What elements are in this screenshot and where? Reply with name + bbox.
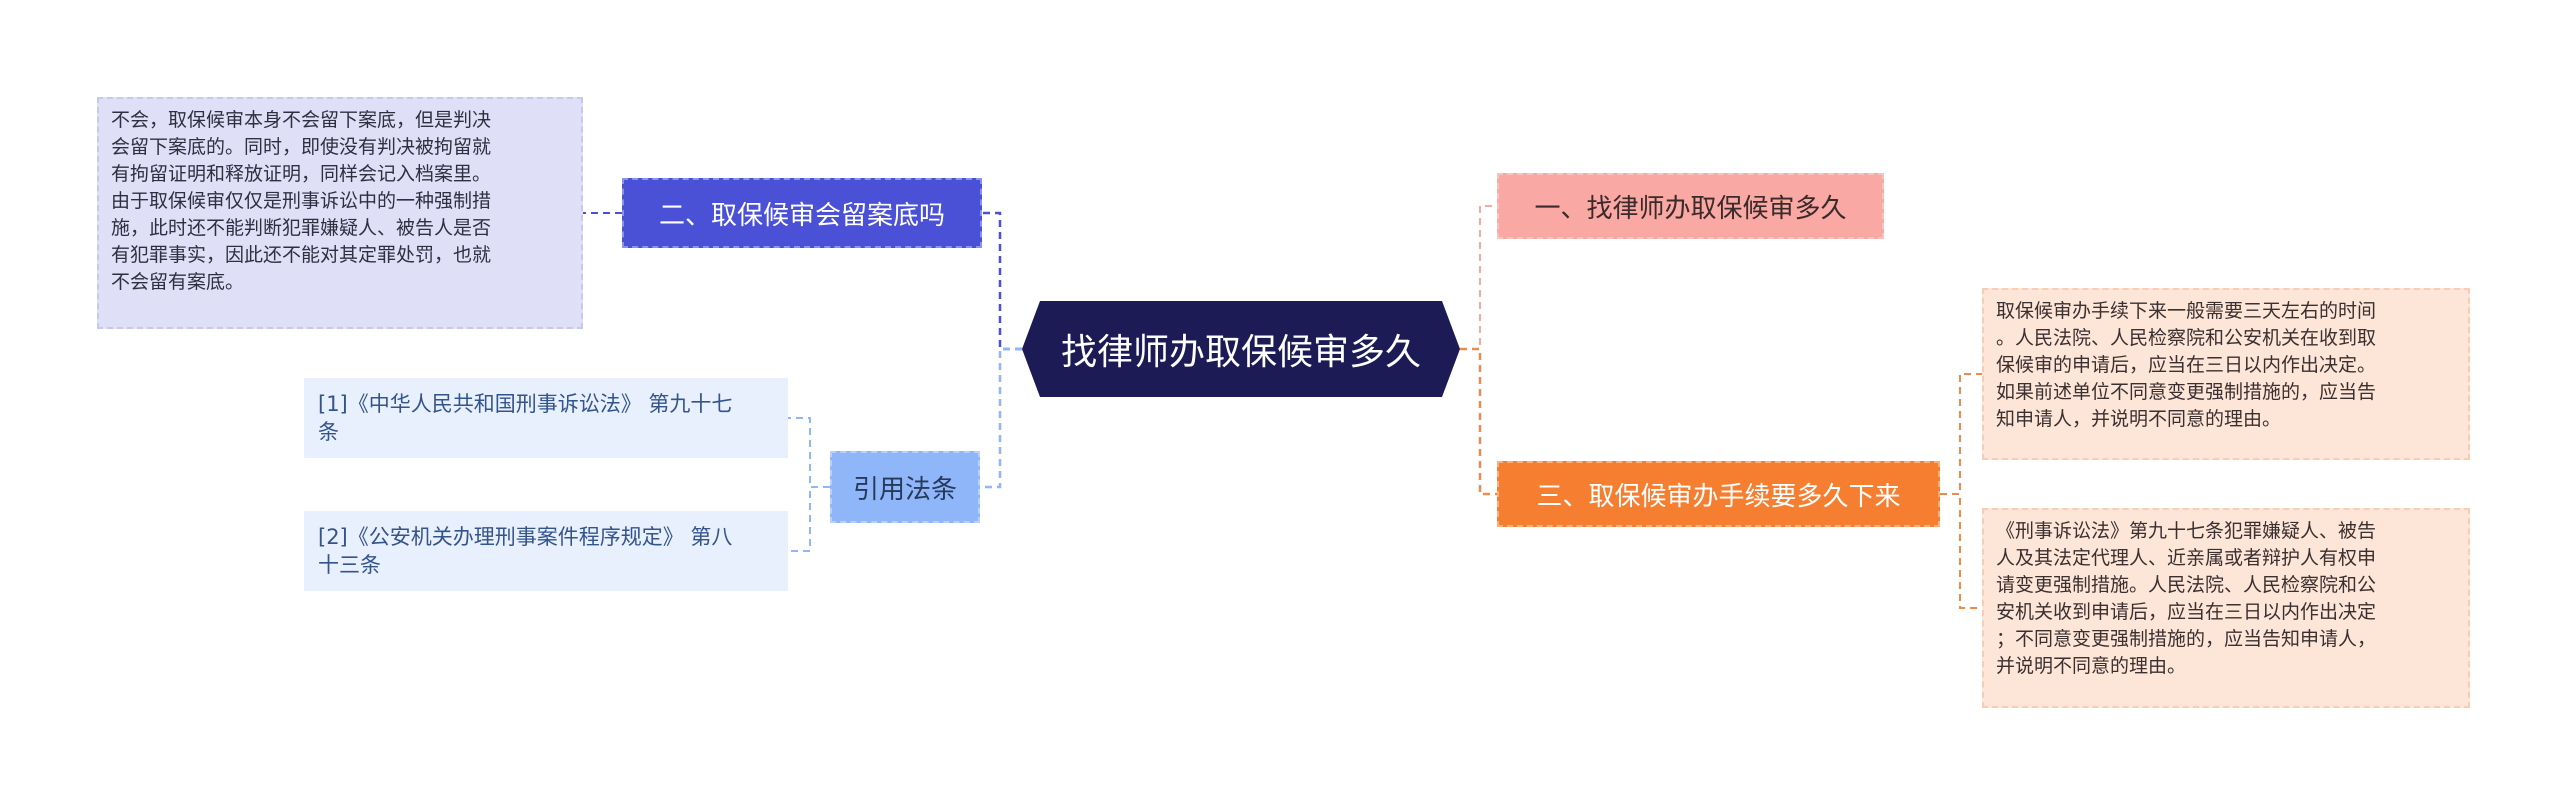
root-topic-label: 找律师办取保候审多久 [1060,332,1421,373]
branch-cited-laws[interactable]: 引用法条 [830,451,980,523]
leaf-text-line: 会留下案底的。同时，即使没有判决被拘留就 [111,136,492,158]
leaf-text-line: 人及其法定代理人、近亲属或者辩护人有权申 [1996,547,2377,569]
citation-text-line: 十三条 [318,553,381,577]
connector-root-branch3 [1460,347,1497,496]
branch-label: 一、找律师办取保候审多久 [1534,193,1847,224]
leaf-text-line: 安机关收到申请后，应当在三日以内作出决定 [1996,601,2377,623]
connector-root-branch2 [982,211,1022,351]
citation-criminal-procedure-law[interactable]: [1]《中华人民共和国刑事诉讼法》 第九十七 条 [304,378,788,458]
leaf-text-line: 。人民法院、人民检察院和公安机关在收到取 [1996,327,2377,349]
branch-how-long-lawyer-bail[interactable]: 一、找律师办取保候审多久 [1497,173,1884,239]
connector-root-branch1 [1460,205,1497,350]
leaf-criminal-record-explanation[interactable]: 不会，取保候审本身不会留下案底，但是判决 会留下案底的。同时，即使没有判决被拘留… [97,97,583,329]
connector-branch3-leaf-a [1940,373,1982,495]
citation-public-security-procedure-rules[interactable]: [2]《公安机关办理刑事案件程序规定》 第八 十三条 [304,511,788,591]
leaf-text-line: 有拘留证明和释放证明，同样会记入档案里。 [111,163,492,185]
citation-text-line: 条 [318,420,339,444]
leaf-text-line: 不会留有案底。 [111,271,245,293]
branch-label: 三、取保候审办手续要多久下来 [1536,481,1901,512]
branch-label: 二、取保候审会留案底吗 [658,200,945,231]
connector-root-branch4 [980,347,1022,489]
citation-text-line: [1]《中华人民共和国刑事诉讼法》 第九十七 [318,392,733,416]
branch-label: 引用法条 [852,474,957,505]
citation-text-line: [2]《公安机关办理刑事案件程序规定》 第八 [318,525,733,549]
leaf-law-article-97[interactable]: 《刑事诉讼法》第九十七条犯罪嫌疑人、被告 人及其法定代理人、近亲属或者辩护人有权… [1982,508,2470,708]
leaf-procedure-time-explanation[interactable]: 取保候审办手续下来一般需要三天左右的时间 。人民法院、人民检察院和公安机关在收到… [1982,288,2470,460]
leaf-text-line: 不会，取保候审本身不会留下案底，但是判决 [111,109,492,131]
connector-branch3-leaf-b [1940,493,1982,609]
connector-branch4-cite-a [788,417,830,488]
leaf-text-line: ；不同意变更强制措施的，应当告知申请人， [1996,628,2377,650]
branch-criminal-record[interactable]: 二、取保候审会留案底吗 [622,178,982,248]
leaf-text-line: 有犯罪事实，因此还不能对其定罪处罚，也就 [111,244,492,266]
leaf-text-line: 知申请人，并说明不同意的理由。 [1996,408,2282,430]
leaf-text-line: 请变更强制措施。人民法院、人民检察院和公 [1996,574,2377,596]
branch-procedure-duration[interactable]: 三、取保候审办手续要多久下来 [1497,461,1940,527]
leaf-text-line: 保候审的申请后，应当在三日以内作出决定。 [1996,354,2377,376]
leaf-text-line: 施，此时还不能判断犯罪嫌疑人、被告人是否 [111,217,492,239]
leaf-text-line: 如果前述单位不同意变更强制措施的，应当告 [1996,381,2377,403]
leaf-text-line: 由于取保候审仅仅是刑事诉讼中的一种强制措 [111,190,492,212]
root-topic[interactable]: 找律师办取保候审多久 [1022,301,1460,397]
leaf-text-line: 取保候审办手续下来一般需要三天左右的时间 [1996,300,2377,322]
connector-branch4-cite-b [788,486,830,552]
leaf-text-line: 并说明不同意的理由。 [1996,655,2187,677]
leaf-text-line: 《刑事诉讼法》第九十七条犯罪嫌疑人、被告 [1996,520,2377,542]
